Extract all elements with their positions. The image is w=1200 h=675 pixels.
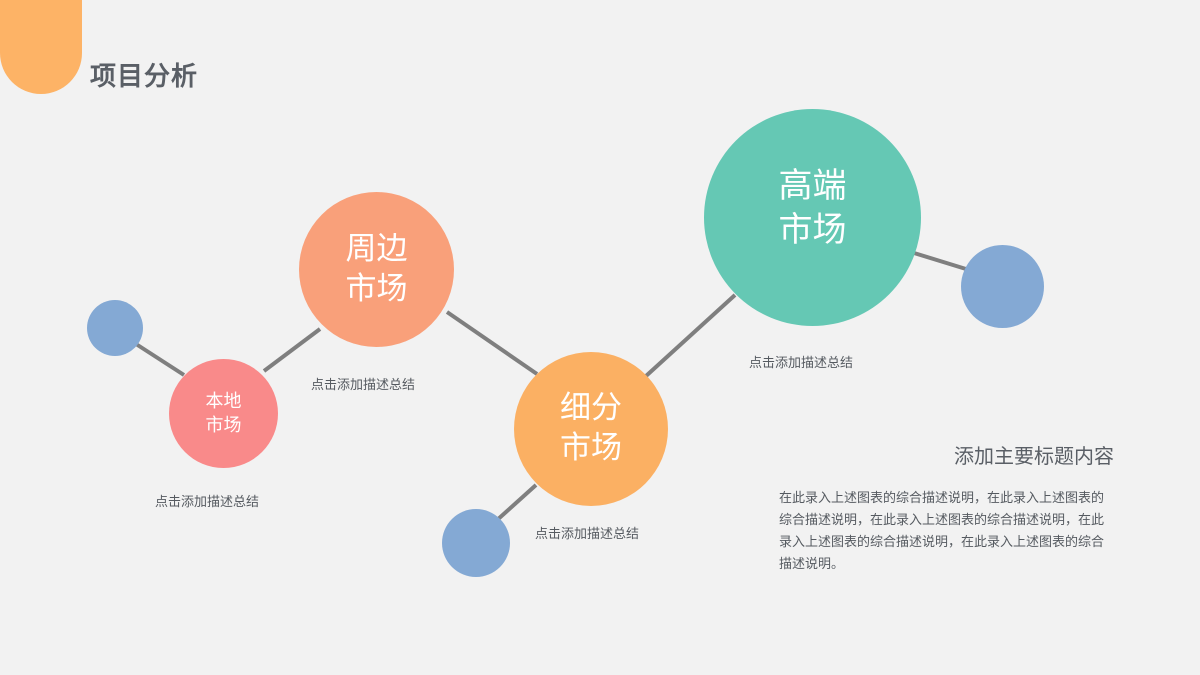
node-label: 细分	[560, 390, 622, 427]
node-label: 市场	[560, 430, 622, 466]
satellite-dot-bottom	[442, 509, 510, 577]
satellite-dot-left	[87, 300, 143, 356]
node-label: 周边	[345, 230, 408, 267]
connector-line	[445, 310, 539, 376]
node-local-market[interactable]: 本地 市场	[169, 359, 278, 468]
node-caption-premium[interactable]: 点击添加描述总结	[749, 356, 854, 371]
node-segment-market[interactable]: 细分 市场	[514, 352, 668, 506]
connector-line	[644, 293, 737, 378]
connector-line	[913, 251, 967, 271]
satellite-dot-right	[961, 245, 1044, 328]
node-premium-market[interactable]: 高端 市场	[704, 109, 921, 326]
node-caption-local[interactable]: 点击添加描述总结	[155, 495, 260, 510]
connector-line	[134, 342, 186, 377]
node-label: 市场	[205, 414, 242, 436]
page-title: 项目分析	[90, 62, 199, 92]
node-caption-surrounding[interactable]: 点击添加描述总结	[311, 378, 416, 393]
connector-line	[494, 483, 538, 523]
node-label: 市场	[345, 270, 408, 307]
node-label: 本地	[205, 391, 242, 413]
corner-accent-tab	[0, 0, 82, 94]
connector-line	[262, 327, 322, 373]
node-label: 高端	[778, 165, 847, 206]
node-surrounding-market[interactable]: 周边 市场	[299, 192, 454, 347]
side-panel-title[interactable]: 添加主要标题内容	[954, 444, 1114, 468]
side-panel-body[interactable]: 在此录入上述图表的综合描述说明，在此录入上述图表的综合描述说明，在此录入上述图表…	[779, 491, 1105, 572]
node-label: 市场	[778, 209, 847, 250]
node-caption-segment[interactable]: 点击添加描述总结	[535, 527, 640, 542]
